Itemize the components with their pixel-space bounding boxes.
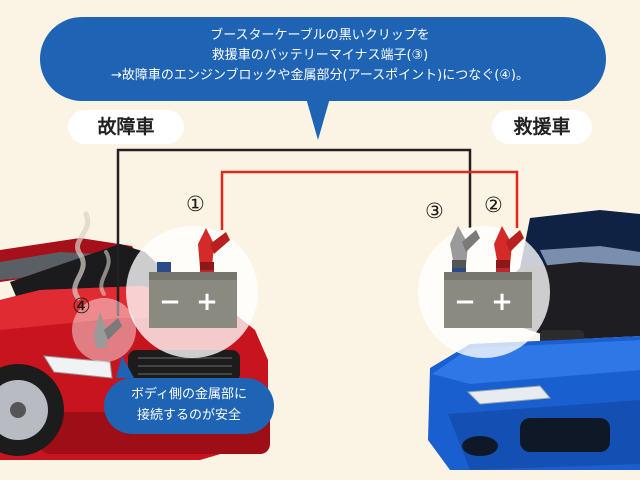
instruction-line-3: →故障車のエンジンブロックや金属部分(アースポイント)につなぐ(④)。 xyxy=(110,68,529,83)
black-clip-ground-point xyxy=(94,312,122,348)
black-cable xyxy=(116,148,472,316)
red-cable xyxy=(220,170,519,230)
marker-2: ② xyxy=(484,193,503,217)
rescue-battery-minus: − xyxy=(454,287,476,317)
broken-car-battery xyxy=(149,262,237,328)
red-clip-rescue-positive xyxy=(494,226,524,268)
instruction-line-1: ブースターケーブルの黒いクリップを xyxy=(210,28,430,43)
broken-car-label: 故障車 xyxy=(68,110,184,144)
safety-note-line-2: 接続するのが安全 xyxy=(136,408,241,423)
marker-4: ④ xyxy=(72,294,91,318)
broken-car xyxy=(0,211,270,460)
safety-note: ボディ側の金属部に 接続するのが安全 xyxy=(114,384,264,426)
safety-note-line-1: ボディ側の金属部に xyxy=(130,387,248,402)
marker-3: ③ xyxy=(425,199,444,223)
broken-battery-minus: − xyxy=(159,287,181,317)
instruction-line-2: 救援車のバッテリーマイナス端子(③) xyxy=(211,48,429,63)
black-clip-rescue-negative xyxy=(450,226,480,268)
broken-battery-plus: + xyxy=(196,287,218,317)
rescue-car-label: 救援車 xyxy=(492,110,592,144)
rescue-battery-plus: + xyxy=(491,287,513,317)
marker-1: ① xyxy=(186,192,205,216)
red-clip-broken-positive xyxy=(198,228,230,270)
instruction-text: ブースターケーブルの黒いクリップを 救援車のバッテリーマイナス端子(③) →故障… xyxy=(60,26,580,86)
speech-bubble xyxy=(40,17,606,140)
note-bubble xyxy=(104,356,274,434)
